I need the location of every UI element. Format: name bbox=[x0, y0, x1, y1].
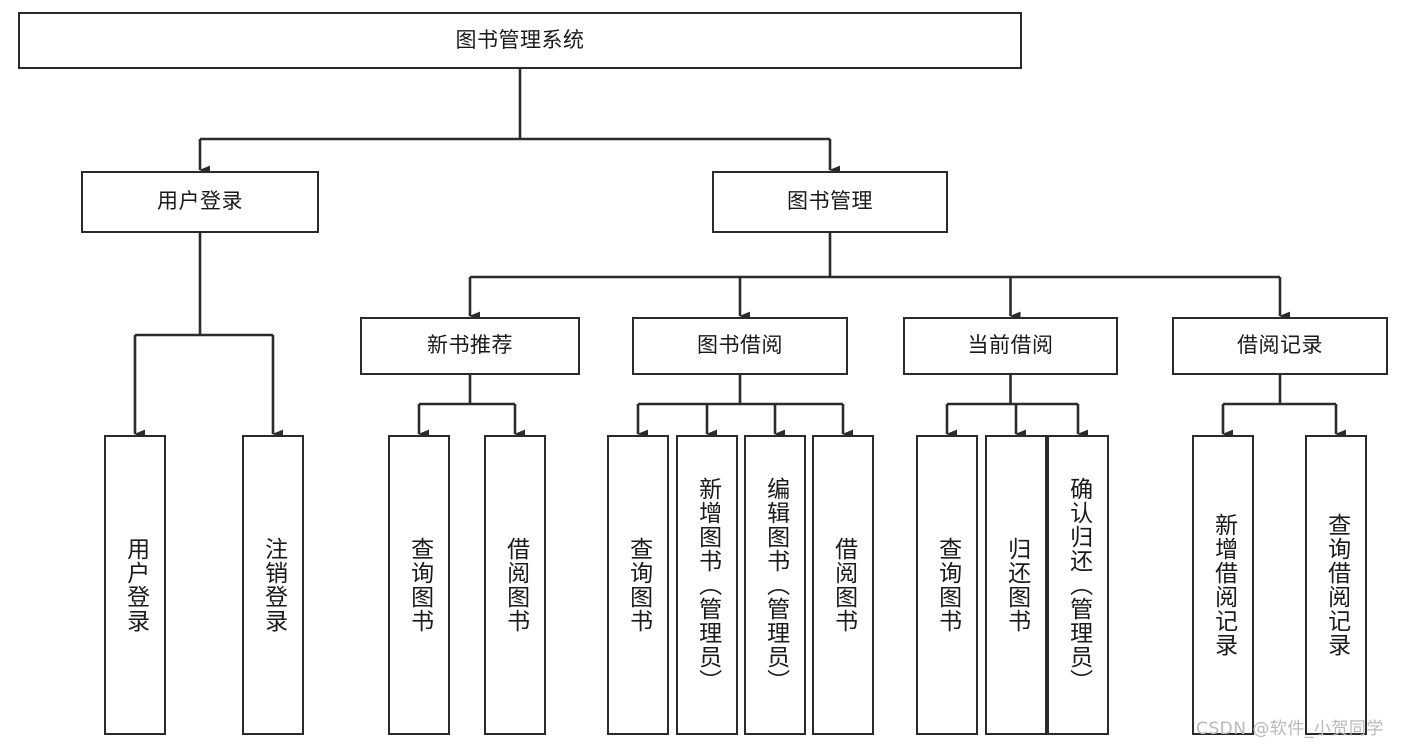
node-user-login: 用户登录 bbox=[81, 171, 319, 233]
node-label: 当前借阅 bbox=[967, 333, 1054, 358]
node-root: 图书管理系统 bbox=[18, 12, 1022, 69]
node-label: 归还图书 bbox=[1003, 537, 1030, 633]
node-leaf-add-record: 新增借阅记录 bbox=[1192, 435, 1254, 735]
node-label: 查询借阅记录 bbox=[1323, 513, 1350, 657]
node-book-manage: 图书管理 bbox=[712, 171, 948, 233]
node-leaf-query-book-1: 查询图书 bbox=[388, 435, 450, 735]
node-book-borrow: 图书借阅 bbox=[632, 317, 848, 375]
node-label: 确认归还（管理员） bbox=[1065, 477, 1092, 693]
node-borrow-record: 借阅记录 bbox=[1172, 317, 1388, 375]
node-leaf-logout: 注销登录 bbox=[242, 435, 304, 735]
node-label: 图书借阅 bbox=[697, 333, 783, 358]
node-leaf-query-book-3: 查询图书 bbox=[916, 435, 978, 735]
node-leaf-query-record: 查询借阅记录 bbox=[1305, 435, 1367, 735]
node-new-book-rec: 新书推荐 bbox=[360, 317, 580, 375]
node-label: 注销登录 bbox=[260, 537, 287, 633]
node-leaf-borrow-book-1: 借阅图书 bbox=[484, 435, 546, 735]
node-leaf-confirm-return: 确认归还（管理员） bbox=[1047, 435, 1109, 735]
node-label: 新书推荐 bbox=[427, 333, 513, 358]
node-leaf-query-book-2: 查询图书 bbox=[607, 435, 669, 735]
node-label: 用户登录 bbox=[122, 537, 149, 633]
node-leaf-add-book: 新增图书（管理员） bbox=[676, 435, 738, 735]
node-leaf-return-book: 归还图书 bbox=[985, 435, 1047, 735]
node-label: 查询图书 bbox=[406, 537, 433, 633]
node-label: 借阅图书 bbox=[502, 537, 529, 633]
node-leaf-borrow-book-2: 借阅图书 bbox=[812, 435, 874, 735]
node-label: 查询图书 bbox=[934, 537, 961, 633]
node-label: 图书管理 bbox=[787, 189, 873, 214]
node-leaf-user-login: 用户登录 bbox=[104, 435, 166, 735]
node-leaf-edit-book: 编辑图书（管理员） bbox=[744, 435, 806, 735]
node-label: 编辑图书（管理员） bbox=[762, 477, 789, 693]
node-label: 新增图书（管理员） bbox=[694, 477, 721, 693]
node-label: 借阅图书 bbox=[830, 537, 857, 633]
node-label: 借阅记录 bbox=[1237, 333, 1323, 358]
node-label: 图书管理系统 bbox=[455, 27, 585, 52]
node-label: 新增借阅记录 bbox=[1210, 513, 1237, 657]
node-label: 用户登录 bbox=[157, 189, 243, 214]
node-current-borrow: 当前借阅 bbox=[903, 317, 1118, 375]
node-label: 查询图书 bbox=[625, 537, 652, 633]
